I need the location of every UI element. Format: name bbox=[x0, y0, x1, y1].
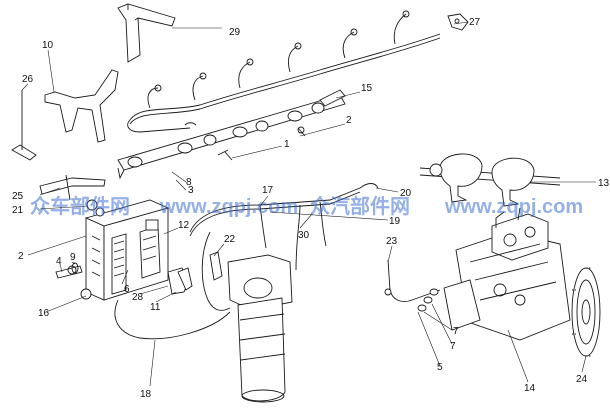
callout-2-top: 2 bbox=[346, 115, 352, 126]
callout-20: 20 bbox=[400, 188, 412, 199]
watermark-4: www.zqpj.com bbox=[444, 196, 583, 218]
callout-7-lower: 7 bbox=[450, 341, 456, 352]
callout-28: 28 bbox=[132, 292, 144, 303]
callout-24: 24 bbox=[576, 374, 588, 385]
wiring-harness bbox=[127, 10, 441, 133]
clip-22 bbox=[209, 251, 223, 281]
callout-15: 15 bbox=[361, 83, 373, 94]
bracket-29 bbox=[117, 3, 176, 63]
watermark-3: 众汽部件网 bbox=[310, 194, 410, 218]
callout-26: 26 bbox=[22, 74, 34, 85]
bracket-26 bbox=[11, 90, 37, 161]
bracket-10 bbox=[44, 69, 119, 143]
callout-11: 11 bbox=[150, 302, 161, 313]
callout-30: 30 bbox=[298, 230, 310, 241]
callout-2-left: 2 bbox=[18, 251, 24, 262]
callout-23: 23 bbox=[386, 236, 398, 247]
leader-lines bbox=[21, 21, 596, 387]
callout-3: 3 bbox=[188, 185, 194, 196]
callout-17: 17 bbox=[262, 185, 274, 196]
callout-7-upper: 7 bbox=[453, 326, 459, 337]
fuel-pipe-18 bbox=[114, 231, 231, 340]
callout-5: 5 bbox=[437, 362, 443, 373]
leak-off-pipe-23 bbox=[384, 259, 441, 302]
callout-14: 14 bbox=[524, 383, 536, 394]
washers-7 bbox=[417, 288, 439, 312]
callout-8: 8 bbox=[186, 177, 192, 188]
callout-18: 18 bbox=[140, 389, 152, 400]
watermark-1: 众车部件网 bbox=[30, 194, 130, 218]
connector-11 bbox=[167, 267, 193, 295]
callout-21: 21 bbox=[12, 205, 24, 216]
clip-27 bbox=[447, 13, 469, 31]
callout-12: 12 bbox=[178, 220, 190, 231]
washer-9 bbox=[71, 262, 79, 274]
grommet-16 bbox=[80, 288, 92, 300]
callout-1: 1 bbox=[284, 139, 290, 150]
callout-6: 6 bbox=[124, 284, 130, 295]
callout-27: 27 bbox=[469, 17, 481, 28]
pipe-clamps-13 bbox=[419, 153, 561, 207]
fuel-rail bbox=[117, 89, 346, 180]
engine-ecu bbox=[84, 199, 170, 301]
callout-22: 22 bbox=[224, 234, 236, 245]
callout-9: 9 bbox=[70, 252, 76, 263]
callout-13: 13 bbox=[598, 178, 610, 189]
callout-4: 4 bbox=[56, 256, 62, 267]
callout-10: 10 bbox=[42, 40, 54, 51]
callout-labels: 29 27 10 26 15 2 1 3 8 25 21 17 20 19 30… bbox=[12, 17, 610, 400]
pump-gear-24 bbox=[571, 267, 601, 357]
callout-29: 29 bbox=[229, 27, 241, 38]
fuel-filter bbox=[227, 254, 293, 403]
callout-25: 25 bbox=[12, 191, 24, 202]
callout-16: 16 bbox=[38, 308, 50, 319]
watermark-2: www.zqpj.com bbox=[159, 196, 298, 218]
high-pressure-pump bbox=[443, 207, 571, 341]
callout-19: 19 bbox=[389, 216, 401, 227]
fuel-rail-fittings bbox=[217, 126, 306, 161]
fuel-pipe-17 bbox=[189, 183, 379, 271]
